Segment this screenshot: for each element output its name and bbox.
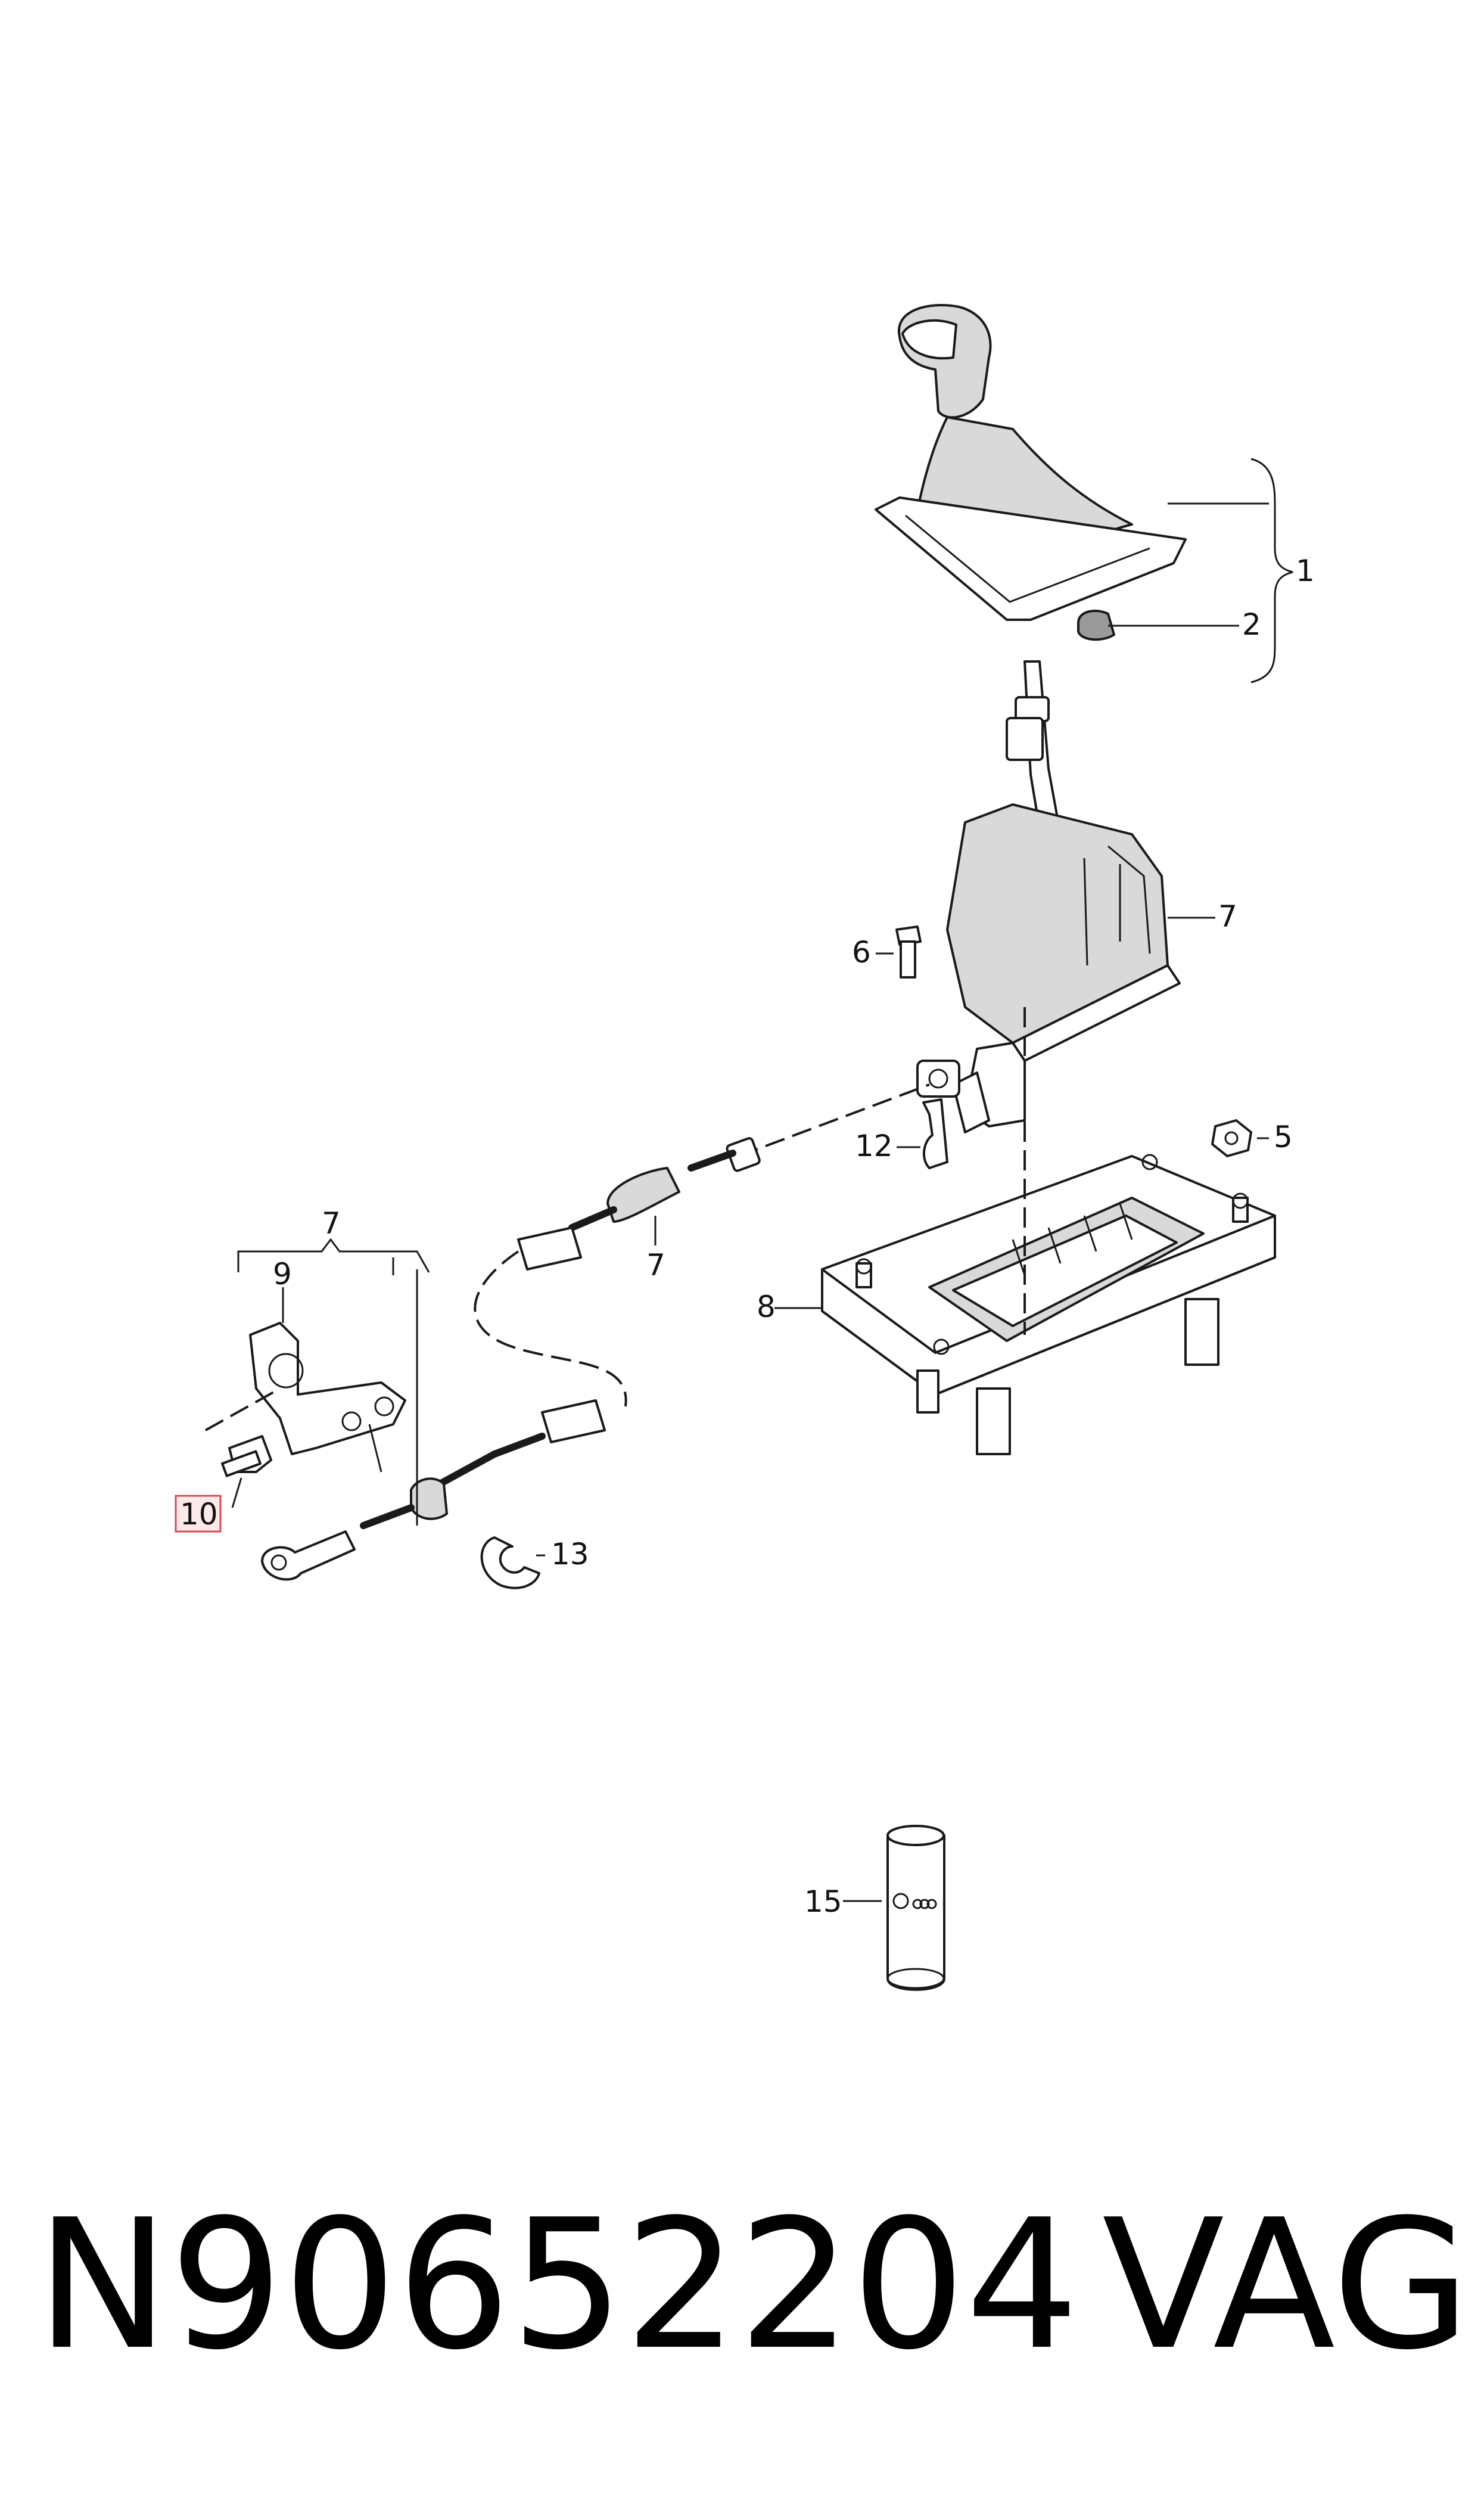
callout-7-housing: 7 [1218,899,1237,934]
selector-mechanism [916,660,1181,1133]
callout-10-highlight[interactable] [175,1495,222,1533]
retaining-clip-12 [922,1098,948,1169]
selector-housing [946,803,1169,1044]
brand-name: VAG [1102,2181,1471,2389]
cable-sleeve-upper [606,1167,680,1223]
callout-2: 2 [1242,607,1261,642]
callout-15: 15 [804,1884,842,1919]
callout-13: 13 [551,1537,589,1571]
callout-9: 9 [273,1257,292,1291]
cable-end-eye [261,1530,356,1581]
grease-tube-15 [886,1825,945,1991]
bracket-9 [249,1322,406,1455]
callout-1: 1 [1296,554,1315,588]
cable-bracket-group [205,1238,430,1477]
part-number: N90652204 [36,2181,1079,2389]
callout-5: 5 [1274,1120,1293,1154]
bolt-6 [895,925,922,979]
clip-13 [480,1536,540,1589]
callout-10[interactable]: 10 [180,1497,218,1532]
nut-5 [1211,1119,1252,1157]
brace-1 [1250,458,1293,684]
callout-8: 8 [757,1290,776,1324]
base-frame [821,1154,1276,1455]
selector-cable [261,1007,1026,1581]
callout-labels: 1 2 7 6 5 12 8 7 7 9 10 13 15 [175,554,1315,1919]
leader-lines [231,458,1293,1902]
boot-trim-frame [875,496,1187,621]
callout-7-group: 7 [322,1206,341,1241]
callout-7-cable: 7 [646,1248,665,1282]
parts-diagram: 1 2 7 6 5 12 8 7 7 9 10 13 15 [175,304,1315,1991]
callout-12: 12 [855,1129,893,1163]
boot-clip [1077,610,1116,641]
callout-6: 6 [852,935,871,970]
gear-knob-boot-assembly [875,304,1187,621]
